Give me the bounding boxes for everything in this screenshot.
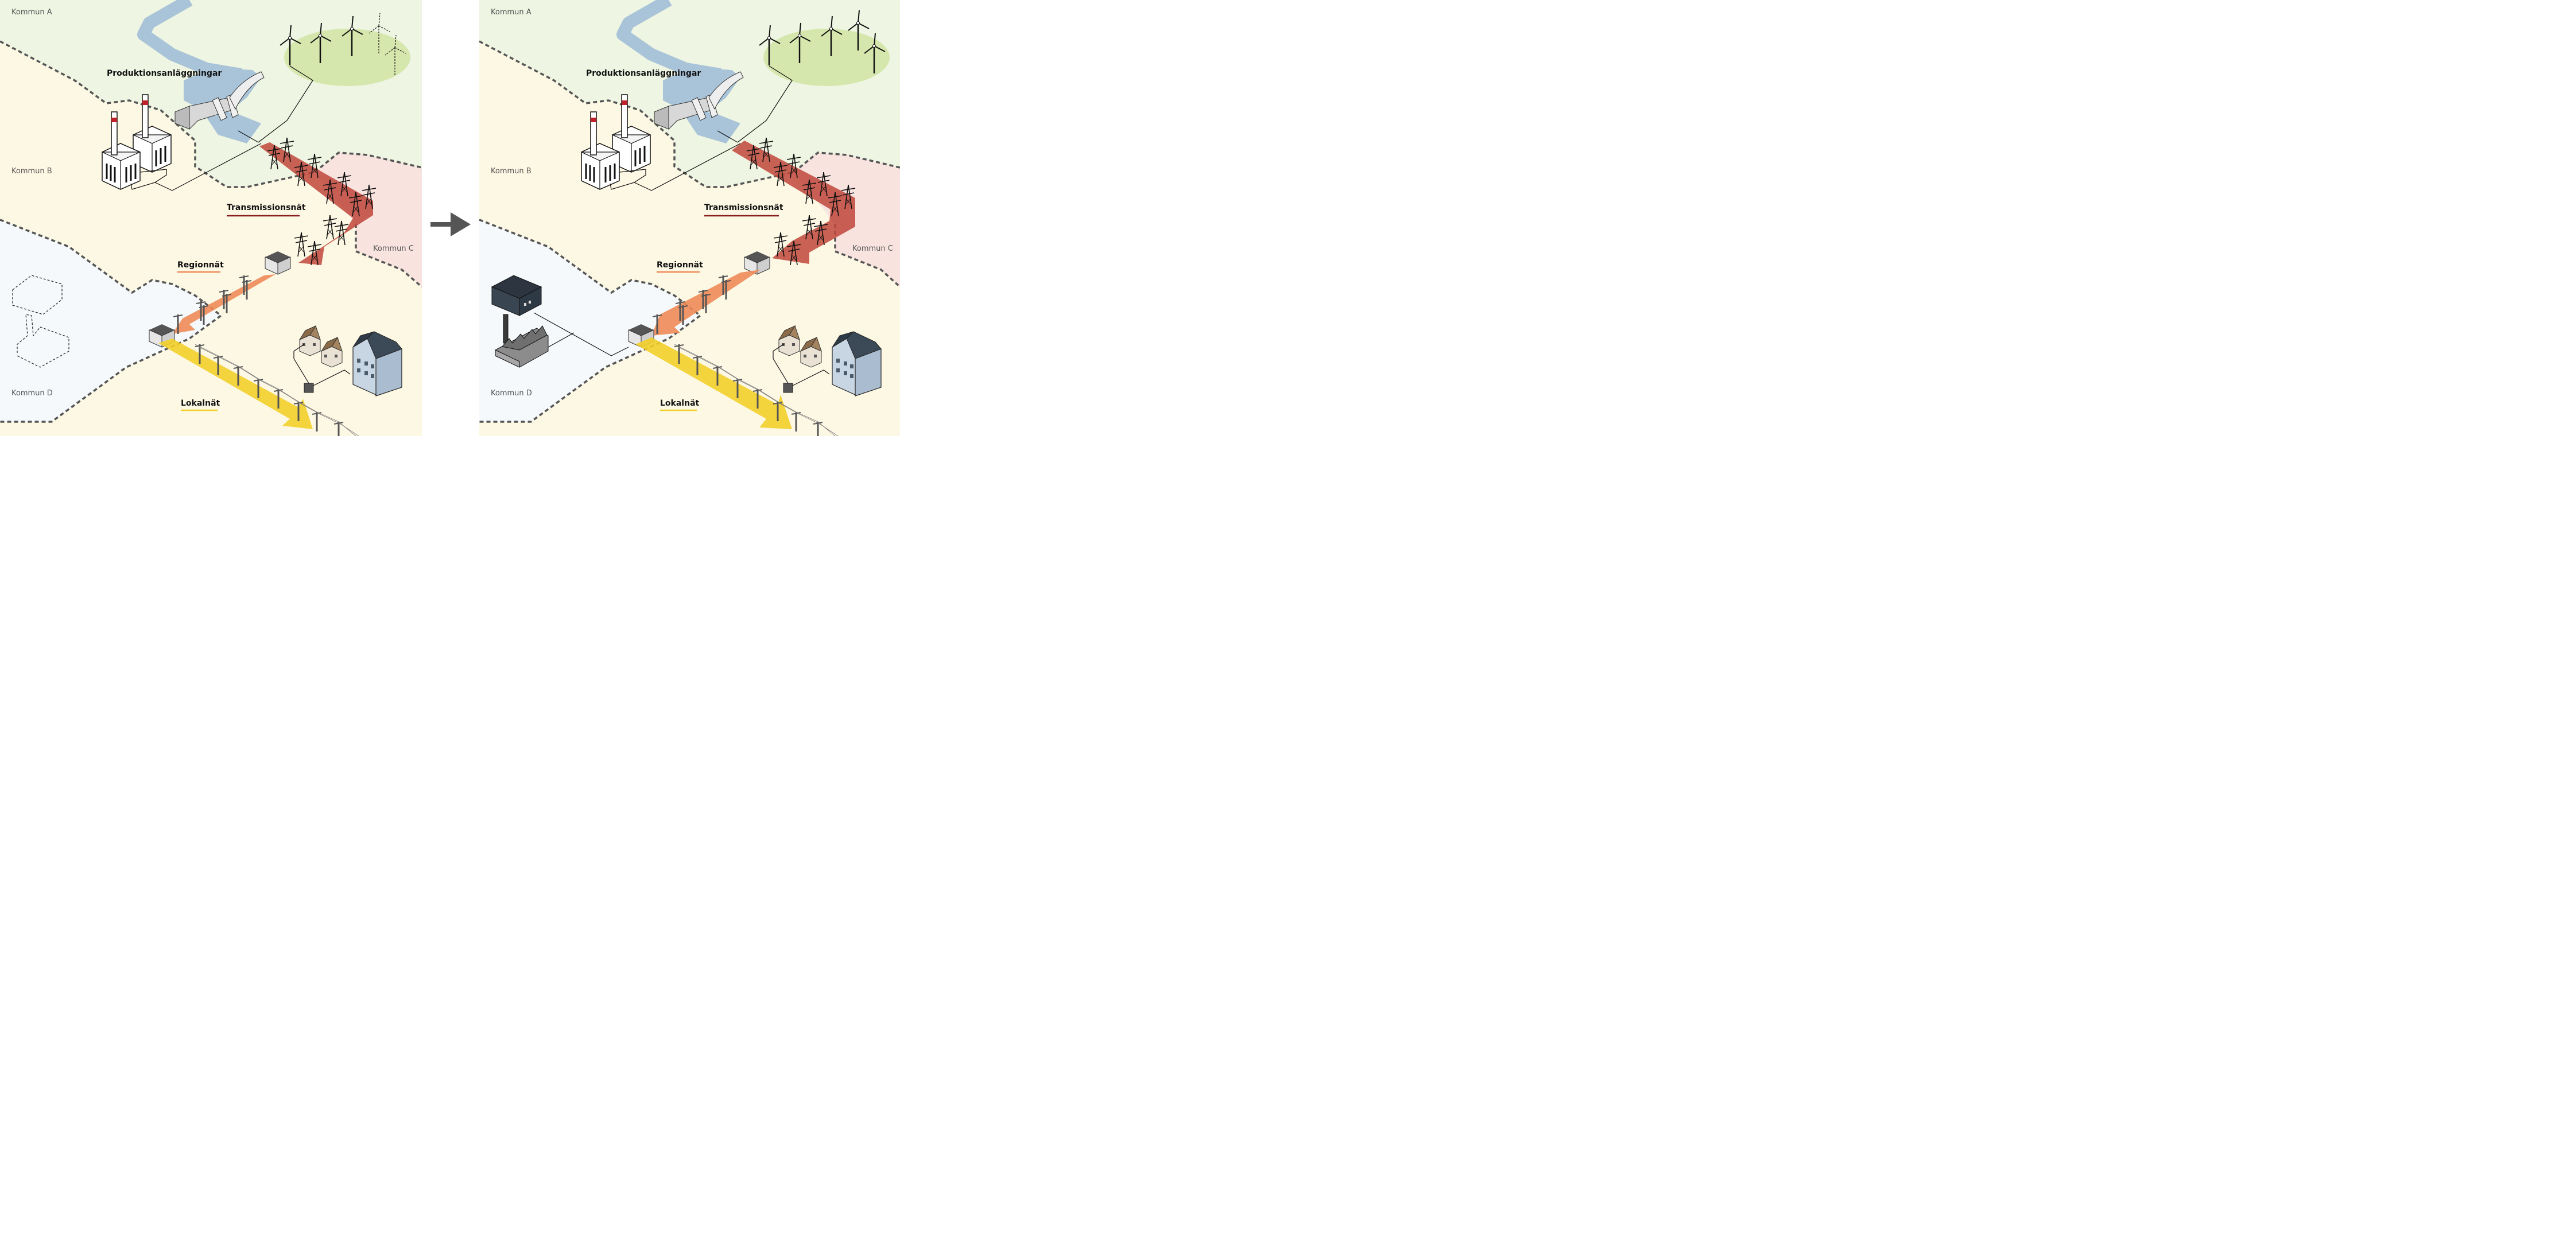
wind-field xyxy=(284,29,410,86)
apartment-icon xyxy=(832,331,882,396)
kommun-c-label: Kommun C xyxy=(852,244,893,253)
panel-before: Kommun A Kommun B Kommun C Kommun D Prod… xyxy=(0,0,423,436)
transmission-flow-arrow xyxy=(259,142,373,265)
distribution-box-icon xyxy=(304,383,314,393)
region-kommun-d xyxy=(0,220,221,422)
datacenter-icon xyxy=(491,275,542,316)
municipal-borders xyxy=(0,40,423,423)
distribution-box-icon xyxy=(783,383,793,393)
production-label: Produktionsanläggningar xyxy=(586,69,701,78)
power-lines xyxy=(195,344,359,436)
kommun-a-label: Kommun A xyxy=(11,8,52,17)
production-connections xyxy=(610,65,793,191)
power-plant-icon xyxy=(581,94,651,190)
production-label: Produktionsanläggningar xyxy=(107,69,222,78)
diagram-stage: Kommun A Kommun B Kommun C Kommun D Prod… xyxy=(0,0,900,436)
regional-label: Regionnät xyxy=(657,261,703,270)
factory-icon xyxy=(495,314,549,368)
local-label: Lokalnät xyxy=(660,399,700,408)
dam-icon xyxy=(654,71,744,130)
local-connections xyxy=(293,344,351,386)
power-lines xyxy=(674,344,839,436)
industry-connections xyxy=(533,312,629,356)
local-connections xyxy=(773,344,830,386)
transmission-flow-arrow xyxy=(732,141,855,264)
panel-after: Kommun A Kommun B Kommun C Kommun D Prod… xyxy=(479,0,900,436)
arrow-right-icon xyxy=(430,212,471,236)
dam-icon xyxy=(174,71,265,130)
production-connections xyxy=(130,65,313,191)
tailwater xyxy=(207,112,261,143)
apartment-icon xyxy=(352,331,402,396)
local-label: Lokalnät xyxy=(181,399,220,408)
kommun-a-label: Kommun A xyxy=(491,8,532,17)
placeholder-buildings xyxy=(12,275,69,368)
kommun-d-label: Kommun D xyxy=(11,389,53,398)
power-plant-icon xyxy=(102,94,172,190)
region-kommun-d xyxy=(479,220,700,422)
kommun-d-label: Kommun D xyxy=(491,389,532,398)
local-flow-arrow xyxy=(635,337,792,429)
local-flow-arrow xyxy=(158,339,313,429)
tailwater xyxy=(686,112,740,143)
wind-field xyxy=(763,29,890,86)
transmission-label: Transmissionsnät xyxy=(227,203,306,212)
kommun-c-label: Kommun C xyxy=(373,244,414,253)
kommun-b-label: Kommun B xyxy=(11,167,52,176)
kommun-b-label: Kommun B xyxy=(491,167,532,176)
regional-label: Regionnät xyxy=(177,261,224,270)
transmission-label: Transmissionsnät xyxy=(704,203,783,212)
